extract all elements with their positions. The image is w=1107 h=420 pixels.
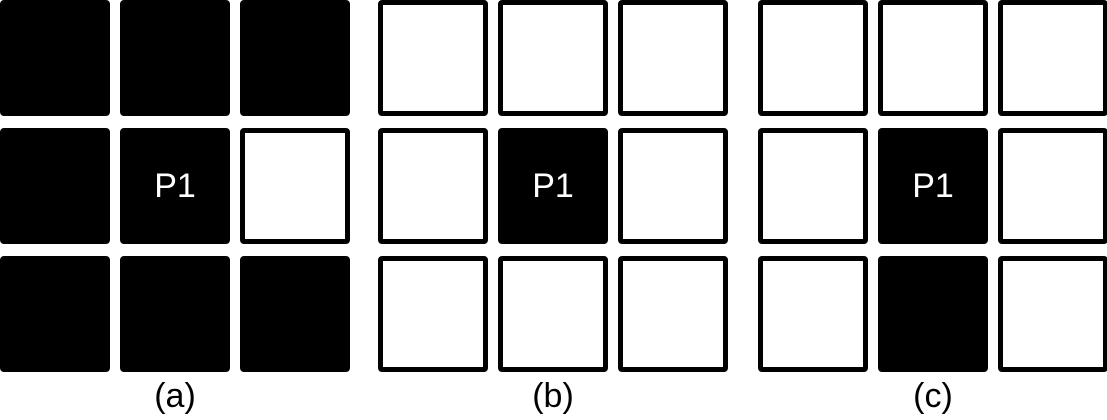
neighbor-pixel-r0c2 [998,0,1107,116]
neighbor-pixel-r1c2 [618,128,728,244]
neighbor-pixel-r0c1 [498,0,608,116]
neighbor-pixel-r1c0 [378,128,488,244]
neighbor-pixel-r2c0 [758,256,868,372]
panel-caption: (b) [532,377,574,415]
pixel-grid: P1 [0,0,350,372]
panel-caption: (a) [154,377,196,415]
center-pixel-r1c1: P1 [120,128,230,244]
neighbor-pixel-r2c1 [498,256,608,372]
neighbor-pixel-r2c1 [120,256,230,372]
panel-b: P1 (b) [378,0,728,420]
neighbor-pixel-r2c1 [878,256,988,372]
panel-caption: (c) [913,377,953,415]
neighbor-pixel-r0c1 [120,0,230,116]
panel-c: P1 (c) [758,0,1107,420]
neighbor-pixel-r1c0 [0,128,110,244]
pixel-grid: P1 [758,0,1107,372]
neighbor-pixel-r2c0 [0,256,110,372]
neighbor-pixel-r2c2 [240,256,350,372]
neighbor-pixel-r0c2 [618,0,728,116]
neighbor-pixel-r1c2 [240,128,350,244]
neighbor-pixel-r0c1 [878,0,988,116]
pixel-label: P1 [912,166,954,205]
pixel-label: P1 [532,166,574,205]
neighbor-pixel-r2c0 [378,256,488,372]
pixel-grid: P1 [378,0,728,372]
center-pixel-r1c1: P1 [878,128,988,244]
neighbor-pixel-r1c2 [998,128,1107,244]
neighbor-pixel-r2c2 [618,256,728,372]
neighbor-pixel-r1c0 [758,128,868,244]
center-pixel-r1c1: P1 [498,128,608,244]
neighbor-pixel-r0c2 [240,0,350,116]
neighbor-pixel-r2c2 [998,256,1107,372]
neighbor-pixel-r0c0 [0,0,110,116]
neighbor-pixel-r0c0 [758,0,868,116]
neighbor-pixel-r0c0 [378,0,488,116]
pixel-label: P1 [154,166,196,205]
panel-a: P1 (a) [0,0,350,420]
